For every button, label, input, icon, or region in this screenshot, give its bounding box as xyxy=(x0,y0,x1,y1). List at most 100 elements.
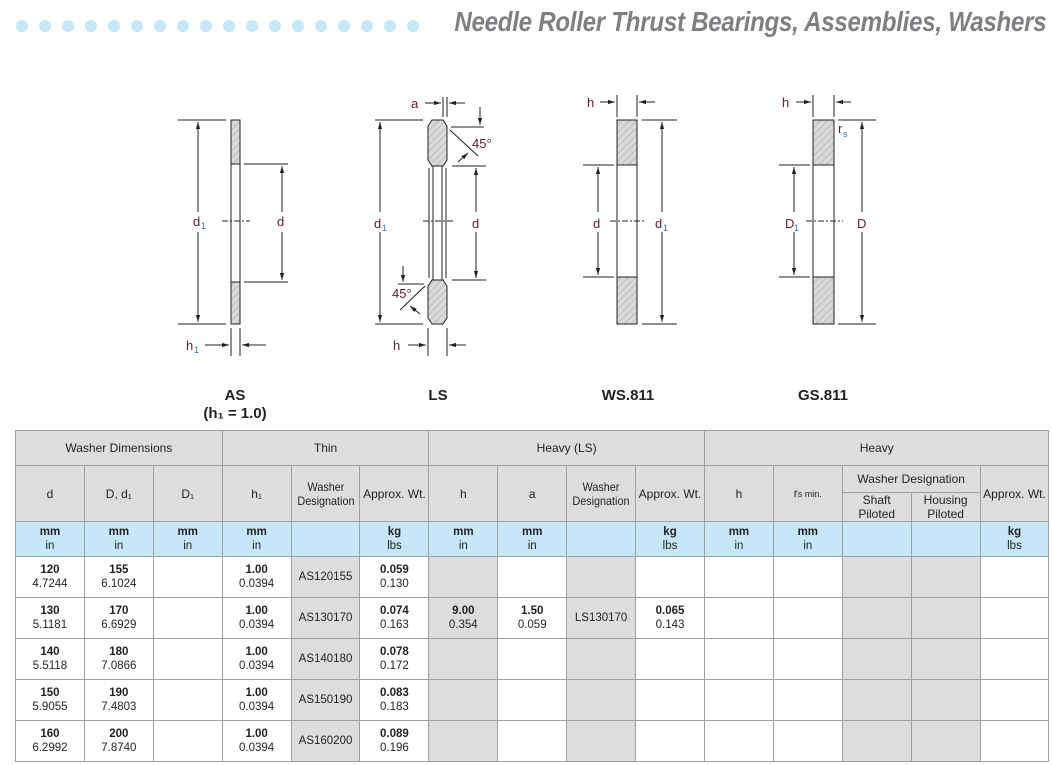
cell-ls_h xyxy=(428,720,499,762)
as-caption-note: (h₁ = 1.0) xyxy=(203,405,266,422)
ws-h-label: h xyxy=(587,95,594,110)
col-heavy-h: h xyxy=(703,465,774,522)
cell-hv_housing xyxy=(910,597,981,639)
group-washer-dimensions: Washer Dimensions xyxy=(15,430,223,466)
svg-text:1: 1 xyxy=(382,223,387,233)
col-heavy-rs-min: rs min. xyxy=(772,465,843,522)
ls-d1-label: d xyxy=(374,216,381,231)
cell-hv_housing xyxy=(910,720,981,762)
as-d1-label: d xyxy=(193,214,200,229)
washer-table: Washer Dimensions Thin Heavy (LS) Heavy … xyxy=(15,430,1050,762)
dot-icon xyxy=(131,20,143,32)
as-washer-drawing xyxy=(178,119,288,356)
svg-text:1: 1 xyxy=(194,345,199,355)
dot-icon xyxy=(292,20,304,32)
column-header-row: d D, d₁ D₁ h₁ Washer Designation Approx.… xyxy=(15,465,1050,522)
col-D1: D₁ xyxy=(152,465,223,522)
dot-icon xyxy=(154,20,166,32)
cell-ls_wt xyxy=(635,720,705,762)
cell-D1 xyxy=(152,638,223,680)
cell-hv_rs xyxy=(772,679,843,721)
col-h1: h₁ xyxy=(221,465,292,522)
page-title: Needle Roller Thrust Bearings, Assemblie… xyxy=(453,6,1046,37)
cell-hv_housing xyxy=(910,679,981,721)
col-heavy-designation: Washer Designation xyxy=(841,465,981,493)
gs-D-label: D xyxy=(857,216,866,231)
cell-hv_wt xyxy=(979,556,1050,598)
cell-thin_desig: AS120155 xyxy=(290,556,361,598)
cell-hv_rs xyxy=(772,556,843,598)
group-header-row: Washer Dimensions Thin Heavy (LS) Heavy xyxy=(15,430,1050,466)
gs-D1-label: D xyxy=(785,216,794,231)
cell-hv_h xyxy=(703,597,774,639)
cell-ls_h xyxy=(428,679,499,721)
cell-hv_wt xyxy=(979,679,1050,721)
col-D-d1: D, d₁ xyxy=(83,465,154,522)
ws-caption: WS.811 xyxy=(602,387,655,404)
dot-icon xyxy=(407,20,419,32)
gs-washer-drawing xyxy=(779,95,876,325)
cell-hv_wt xyxy=(979,720,1050,762)
cell-D1 xyxy=(152,556,223,598)
cell-D1 xyxy=(152,720,223,762)
svg-text:1: 1 xyxy=(794,223,799,233)
ls-washer-drawing xyxy=(375,97,486,356)
as-d-label: d xyxy=(277,214,284,229)
cell-thin_desig: AS160200 xyxy=(290,720,361,762)
cell-hv_rs xyxy=(772,597,843,639)
cell-hv_h xyxy=(703,638,774,680)
svg-text:s: s xyxy=(843,129,848,139)
cell-ls_wt xyxy=(635,679,705,721)
ls-angle-bottom-label: 45° xyxy=(392,286,412,301)
cell-ls_desig: LS130170 xyxy=(566,597,637,639)
dot-icon xyxy=(39,20,51,32)
cell-thin_desig: AS140180 xyxy=(290,638,361,680)
dot-icon xyxy=(315,20,327,32)
cell-hv_rs xyxy=(772,720,843,762)
cell-ls_a xyxy=(497,638,568,680)
dot-icon xyxy=(338,20,350,32)
cell-ls_desig xyxy=(566,638,637,680)
ws-washer-drawing xyxy=(583,95,677,325)
cell-ls_h xyxy=(428,556,499,598)
cell-thin_desig: AS130170 xyxy=(290,597,361,639)
ws-d-label: d xyxy=(593,216,600,231)
ls-h-label: h xyxy=(393,338,400,353)
decorative-dots xyxy=(16,20,419,32)
col-housing-piloted: Housing Piloted xyxy=(910,492,981,522)
dot-icon xyxy=(62,20,74,32)
svg-text:1: 1 xyxy=(201,221,206,231)
dot-icon xyxy=(16,20,28,32)
ls-caption: LS xyxy=(428,387,447,404)
col-shaft-piloted: Shaft Piloted xyxy=(841,492,912,522)
col-d: d xyxy=(15,465,85,522)
cell-ls_h xyxy=(428,638,499,680)
group-heavy: Heavy xyxy=(703,430,1050,466)
cell-thin_desig: AS150190 xyxy=(290,679,361,721)
